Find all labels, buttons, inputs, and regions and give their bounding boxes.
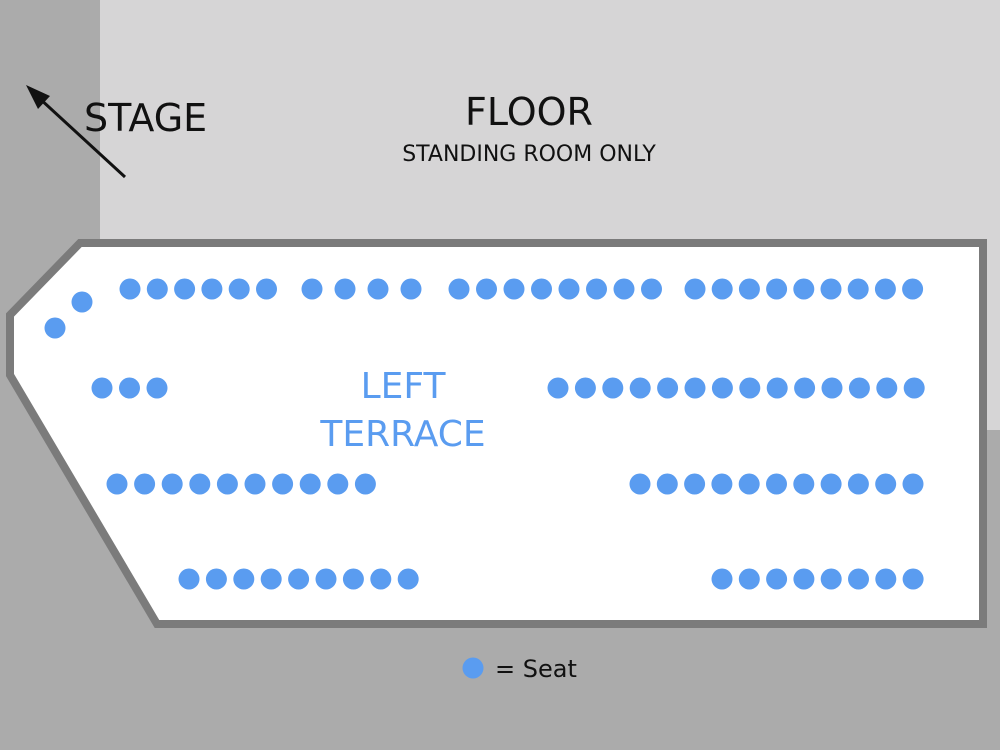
seat[interactable] — [793, 278, 815, 300]
seat[interactable] — [272, 473, 294, 495]
legend-seat-icon — [462, 657, 484, 679]
seat[interactable] — [327, 473, 349, 495]
seat[interactable] — [821, 377, 843, 399]
seat[interactable] — [367, 278, 389, 300]
seat[interactable] — [793, 473, 815, 495]
seat[interactable] — [902, 278, 924, 300]
seat[interactable] — [874, 278, 896, 300]
seat[interactable] — [766, 377, 788, 399]
seat[interactable] — [711, 568, 733, 590]
seat[interactable] — [848, 377, 870, 399]
seat[interactable] — [233, 568, 255, 590]
seat[interactable] — [629, 377, 651, 399]
seat[interactable] — [91, 377, 113, 399]
seat[interactable] — [820, 473, 842, 495]
seat[interactable] — [738, 568, 760, 590]
seat[interactable] — [820, 278, 842, 300]
seat[interactable] — [161, 473, 183, 495]
seat[interactable] — [299, 473, 321, 495]
seat[interactable] — [684, 377, 706, 399]
seat[interactable] — [738, 278, 760, 300]
seat[interactable] — [875, 473, 897, 495]
seat[interactable] — [739, 377, 761, 399]
seat[interactable] — [301, 278, 323, 300]
seat[interactable] — [205, 568, 227, 590]
seat[interactable] — [684, 278, 706, 300]
seat[interactable] — [875, 568, 897, 590]
seat[interactable] — [574, 377, 596, 399]
seat[interactable] — [71, 291, 93, 313]
seat[interactable] — [684, 473, 706, 495]
seat[interactable] — [228, 278, 250, 300]
seat[interactable] — [216, 473, 238, 495]
section-label-line2: TERRACE — [319, 414, 485, 455]
seat[interactable] — [44, 317, 66, 339]
legend: = Seat — [462, 655, 577, 683]
left-terrace-section[interactable] — [5, 239, 987, 628]
legend-text: = Seat — [495, 655, 577, 683]
seat[interactable] — [189, 473, 211, 495]
seat[interactable] — [738, 473, 760, 495]
seat[interactable] — [903, 377, 925, 399]
seat[interactable] — [146, 278, 168, 300]
seat[interactable] — [260, 568, 282, 590]
seat[interactable] — [146, 377, 168, 399]
floor-label: FLOOR — [465, 90, 593, 134]
seat[interactable] — [848, 568, 869, 590]
seat[interactable] — [847, 278, 869, 300]
seat[interactable] — [657, 377, 679, 399]
seat[interactable] — [641, 278, 662, 300]
seat[interactable] — [820, 568, 842, 590]
stage-arrow-icon — [26, 85, 127, 179]
seat[interactable] — [178, 568, 200, 590]
seat[interactable] — [793, 568, 815, 590]
seat[interactable] — [256, 278, 277, 300]
seat[interactable] — [766, 568, 788, 590]
seat[interactable] — [558, 278, 580, 300]
seat[interactable] — [902, 473, 924, 495]
seat[interactable] — [586, 278, 607, 300]
seat[interactable] — [711, 377, 733, 399]
seat[interactable] — [201, 278, 223, 300]
seat[interactable] — [531, 278, 552, 300]
seat[interactable] — [315, 568, 337, 590]
seat[interactable] — [134, 473, 156, 495]
seat[interactable] — [244, 473, 266, 495]
section-label-line1: LEFT — [361, 366, 447, 407]
stage-label: STAGE — [84, 96, 207, 140]
seat[interactable] — [448, 278, 470, 300]
seat[interactable] — [876, 377, 898, 399]
seat[interactable] — [334, 278, 356, 300]
seat[interactable] — [711, 473, 733, 495]
seat[interactable] — [794, 377, 816, 399]
seat[interactable] — [400, 278, 422, 300]
seats-group — [44, 278, 925, 590]
seat[interactable] — [119, 377, 140, 399]
seat[interactable] — [370, 568, 392, 590]
seat[interactable] — [476, 278, 497, 300]
seat[interactable] — [629, 473, 651, 495]
seat[interactable] — [847, 473, 869, 495]
seat[interactable] — [656, 473, 678, 495]
seat[interactable] — [766, 473, 787, 495]
floor-sublabel: STANDING ROOM ONLY — [402, 142, 656, 167]
seat[interactable] — [174, 278, 196, 300]
seat[interactable] — [766, 278, 788, 300]
seat[interactable] — [119, 278, 141, 300]
seat[interactable] — [106, 473, 128, 495]
seat[interactable] — [503, 278, 525, 300]
seat[interactable] — [902, 568, 924, 590]
seat[interactable] — [613, 278, 635, 300]
seat[interactable] — [602, 377, 624, 399]
seat[interactable] — [342, 568, 364, 590]
seat[interactable] — [547, 377, 569, 399]
seat[interactable] — [397, 568, 419, 590]
seat[interactable] — [288, 568, 310, 590]
seat[interactable] — [354, 473, 376, 495]
seat[interactable] — [711, 278, 733, 300]
